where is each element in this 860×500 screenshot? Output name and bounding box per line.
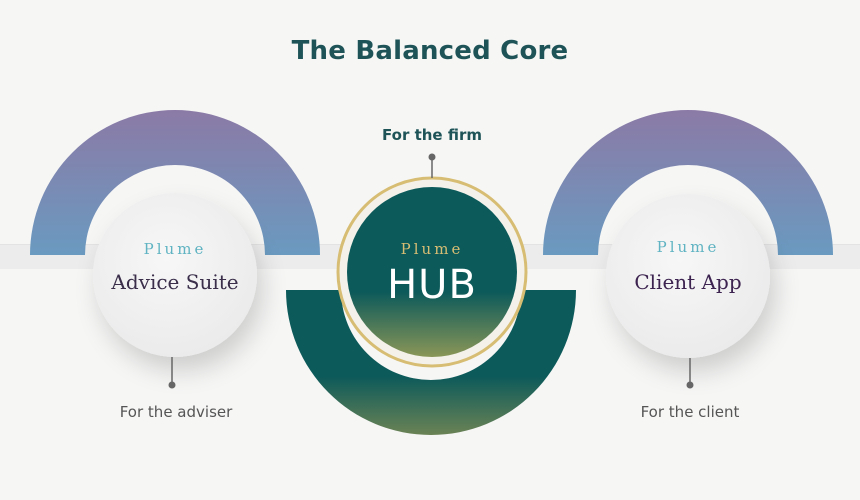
hub-label: HUB	[387, 262, 477, 308]
firm-connector-dot	[428, 153, 436, 161]
client-app-disc	[606, 194, 770, 358]
adviser-connector-dot	[168, 381, 176, 389]
client-app-brand: Plume	[656, 238, 720, 256]
left-arch	[30, 110, 320, 255]
advice-suite-disc	[93, 193, 257, 357]
caption-firm: For the firm	[382, 126, 482, 144]
hub-brand: Plume	[400, 240, 464, 258]
right-arch	[543, 110, 833, 255]
caption-adviser: For the adviser	[119, 403, 233, 421]
hub-disc	[347, 187, 517, 357]
client-app-label: Client App	[634, 270, 742, 294]
center-bowl	[286, 290, 576, 435]
caption-client: For the client	[640, 403, 740, 421]
diagram-title: The Balanced Core	[291, 36, 569, 66]
advice-suite-brand: Plume	[143, 240, 207, 258]
client-connector-dot	[686, 381, 694, 389]
advice-suite-label: Advice Suite	[111, 270, 239, 294]
